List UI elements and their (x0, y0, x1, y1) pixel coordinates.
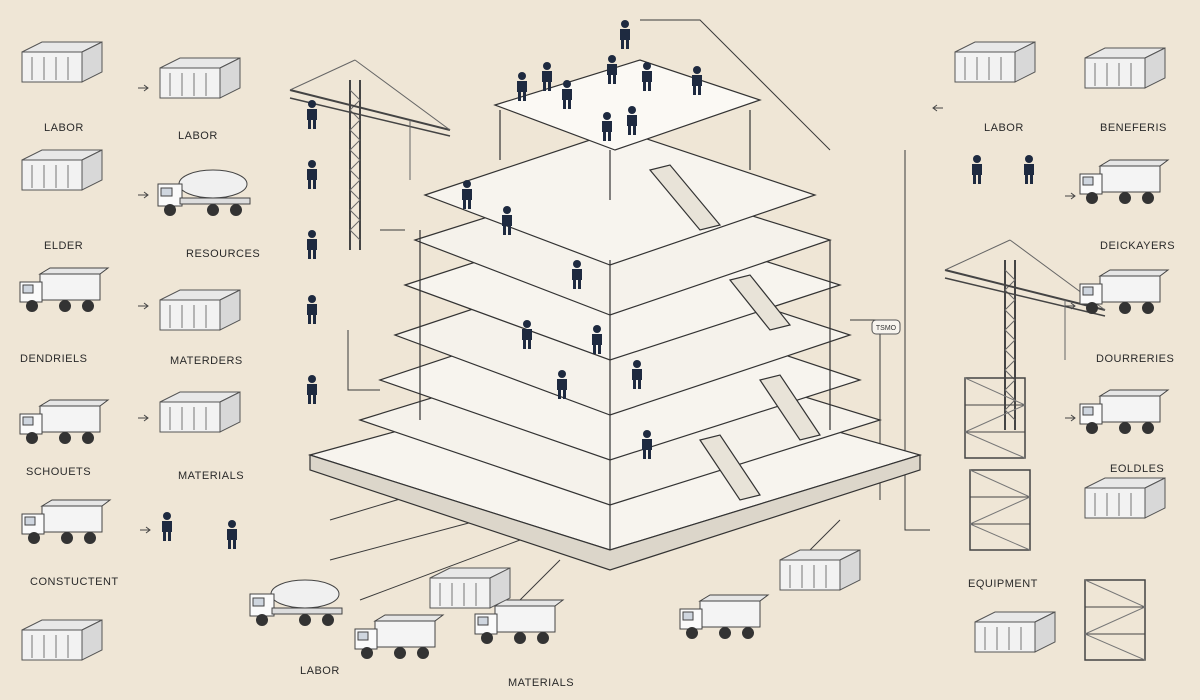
material-pallet-icon (159, 57, 241, 99)
material-pallet-icon (1084, 47, 1166, 89)
material-pallet-icon (429, 567, 511, 609)
material-pallet-icon (21, 619, 103, 661)
material-pallet-icon (974, 611, 1056, 653)
worker-icon (972, 155, 982, 184)
label-dourreries: DOURRERIES (1096, 353, 1175, 365)
worker-icon (307, 100, 317, 129)
label-dendriels: DENDRIELS (20, 353, 88, 365)
worker-icon (1024, 155, 1034, 184)
building (307, 59, 923, 571)
scaffold-icon (969, 469, 1031, 551)
label-equipment: EQUIPMENT (968, 578, 1038, 590)
label-beneferis: BENEFERIS (1100, 122, 1167, 134)
right-icons (944, 41, 1169, 661)
cement-mixer-icon (249, 579, 343, 627)
label-labor-2: LABOR (178, 130, 218, 142)
arrows (138, 84, 1076, 534)
tower-crane-icon (289, 59, 451, 251)
material-pallet-icon (21, 149, 103, 191)
dump-truck-icon (1079, 159, 1169, 205)
bottom-vehicles (249, 549, 861, 660)
material-pallet-icon (1084, 477, 1166, 519)
material-pallet-icon (954, 41, 1036, 83)
worker-icon (162, 512, 172, 541)
worker-icon (307, 160, 317, 189)
tower-tag-box (871, 319, 901, 335)
connector-lines (329, 19, 930, 601)
cement-mixer-icon (157, 169, 251, 217)
label-labor-1: LABOR (44, 122, 84, 134)
label-eoldles: EOLDLES (1110, 463, 1165, 475)
dump-truck-icon (679, 594, 769, 640)
label-constucent: CONSTUCTENT (30, 576, 119, 588)
dump-truck-icon (354, 614, 444, 660)
label-labor-bottom: LABOR (300, 665, 340, 677)
label-materders: MATERDERS (170, 355, 243, 367)
dump-truck-icon (1079, 269, 1169, 315)
worker-icon (227, 520, 237, 549)
label-resources: RESOURCES (186, 248, 261, 260)
material-pallet-icon (159, 289, 241, 331)
label-schouets: SCHOUETS (26, 466, 92, 478)
label-deickayers: DEICKAYERS (1100, 240, 1176, 252)
dump-truck-icon (21, 499, 111, 545)
worker-icon (307, 230, 317, 259)
dump-truck-icon (19, 399, 109, 445)
label-materials-bottom: MATERIALS (508, 677, 575, 689)
worker-icon (307, 295, 317, 324)
material-pallet-icon (21, 41, 103, 83)
label-elder: ELDER (44, 240, 84, 252)
material-pallet-icon (159, 391, 241, 433)
label-materials-1: MATERIALS (178, 470, 245, 482)
label-labor-right: LABOR (984, 122, 1024, 134)
material-pallet-icon (779, 549, 861, 591)
worker-icon (542, 62, 552, 91)
dump-truck-icon (1079, 389, 1169, 435)
worker-icon (620, 20, 630, 49)
scaffold-icon (1084, 579, 1146, 661)
worker-icon (307, 375, 317, 404)
tower-tag: TSMO (876, 325, 897, 332)
dump-truck-icon (19, 267, 109, 313)
